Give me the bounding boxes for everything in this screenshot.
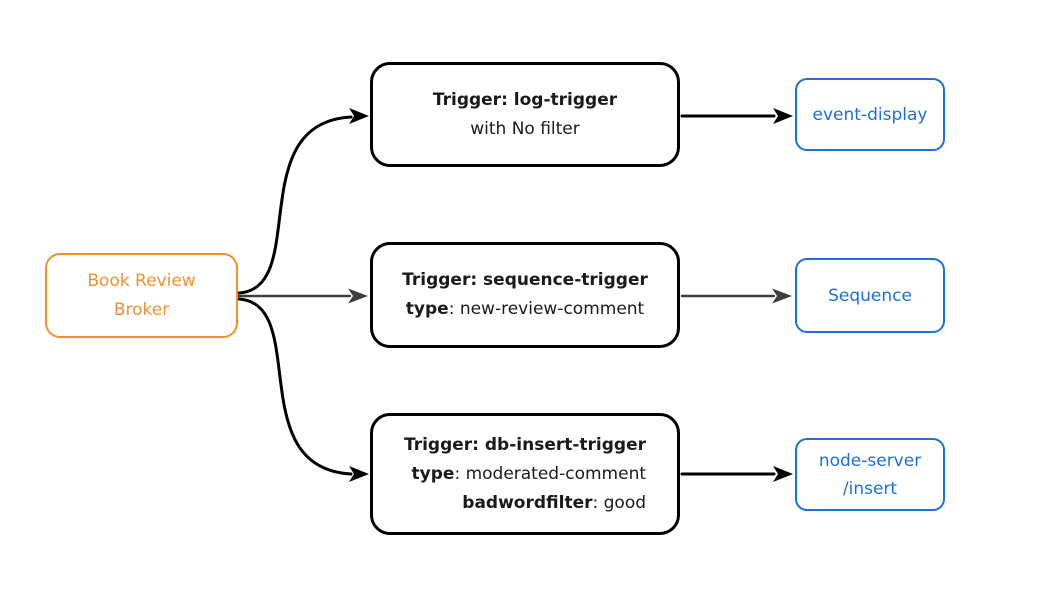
trigger-db-insert-text-block: Trigger: db-insert-trigger type: moderat… (404, 431, 646, 518)
node-sink-sequence: Sequence (795, 258, 945, 333)
trigger-log-detail-value: with No filter (470, 118, 580, 139)
sink-sequence-label: Sequence (828, 285, 912, 306)
arrowhead-event-display-icon (773, 108, 793, 124)
trigger-db-insert-type-value: : moderated-comment (454, 463, 647, 484)
trigger-db-insert-filter-value: : good (592, 492, 647, 513)
trigger-db-insert-title: Trigger: db-insert-trigger (403, 434, 647, 455)
node-sink-event-display: event-display (795, 78, 945, 151)
arrowhead-node-server-icon (773, 466, 793, 482)
trigger-log-title: Trigger: log-trigger (432, 89, 618, 110)
trigger-sequence-title: Trigger: sequence-trigger (402, 270, 648, 290)
trigger-log-detail: with No filter (470, 115, 580, 144)
sink-event-display-label: event-display (812, 104, 928, 125)
arrowhead-sequence-icon (772, 288, 792, 304)
trigger-db-insert-type-key: type (411, 463, 455, 484)
broker-label: Book Review Broker (87, 270, 196, 320)
edge-broker-to-db-insert-trigger (237, 297, 353, 476)
edge-broker-to-log-trigger (237, 115, 353, 295)
node-trigger-db-insert: Trigger: db-insert-trigger type: moderat… (370, 413, 680, 535)
trigger-db-insert-filter-key: badwordfilter (462, 492, 593, 513)
sink-node-server-label: node-server /insert (818, 450, 922, 499)
node-sink-node-server: node-server /insert (795, 438, 945, 511)
arrowhead-log-trigger-icon (349, 108, 369, 124)
arrowhead-sequence-trigger-icon (348, 288, 368, 304)
trigger-sequence-detail: type: new-review-comment (406, 295, 644, 324)
trigger-db-insert-detail-filter: badwordfilter: good (404, 489, 646, 518)
trigger-sequence-detail-value: : new-review-comment (448, 299, 645, 319)
node-broker: Book Review Broker (45, 253, 238, 338)
trigger-db-insert-detail-type: type: moderated-comment (404, 460, 647, 489)
node-trigger-sequence: Trigger: sequence-trigger type: new-revi… (370, 242, 680, 348)
arrowhead-db-insert-trigger-icon (349, 466, 369, 482)
trigger-sequence-detail-key: type (405, 299, 449, 319)
node-trigger-log: Trigger: log-trigger with No filter (370, 62, 680, 167)
